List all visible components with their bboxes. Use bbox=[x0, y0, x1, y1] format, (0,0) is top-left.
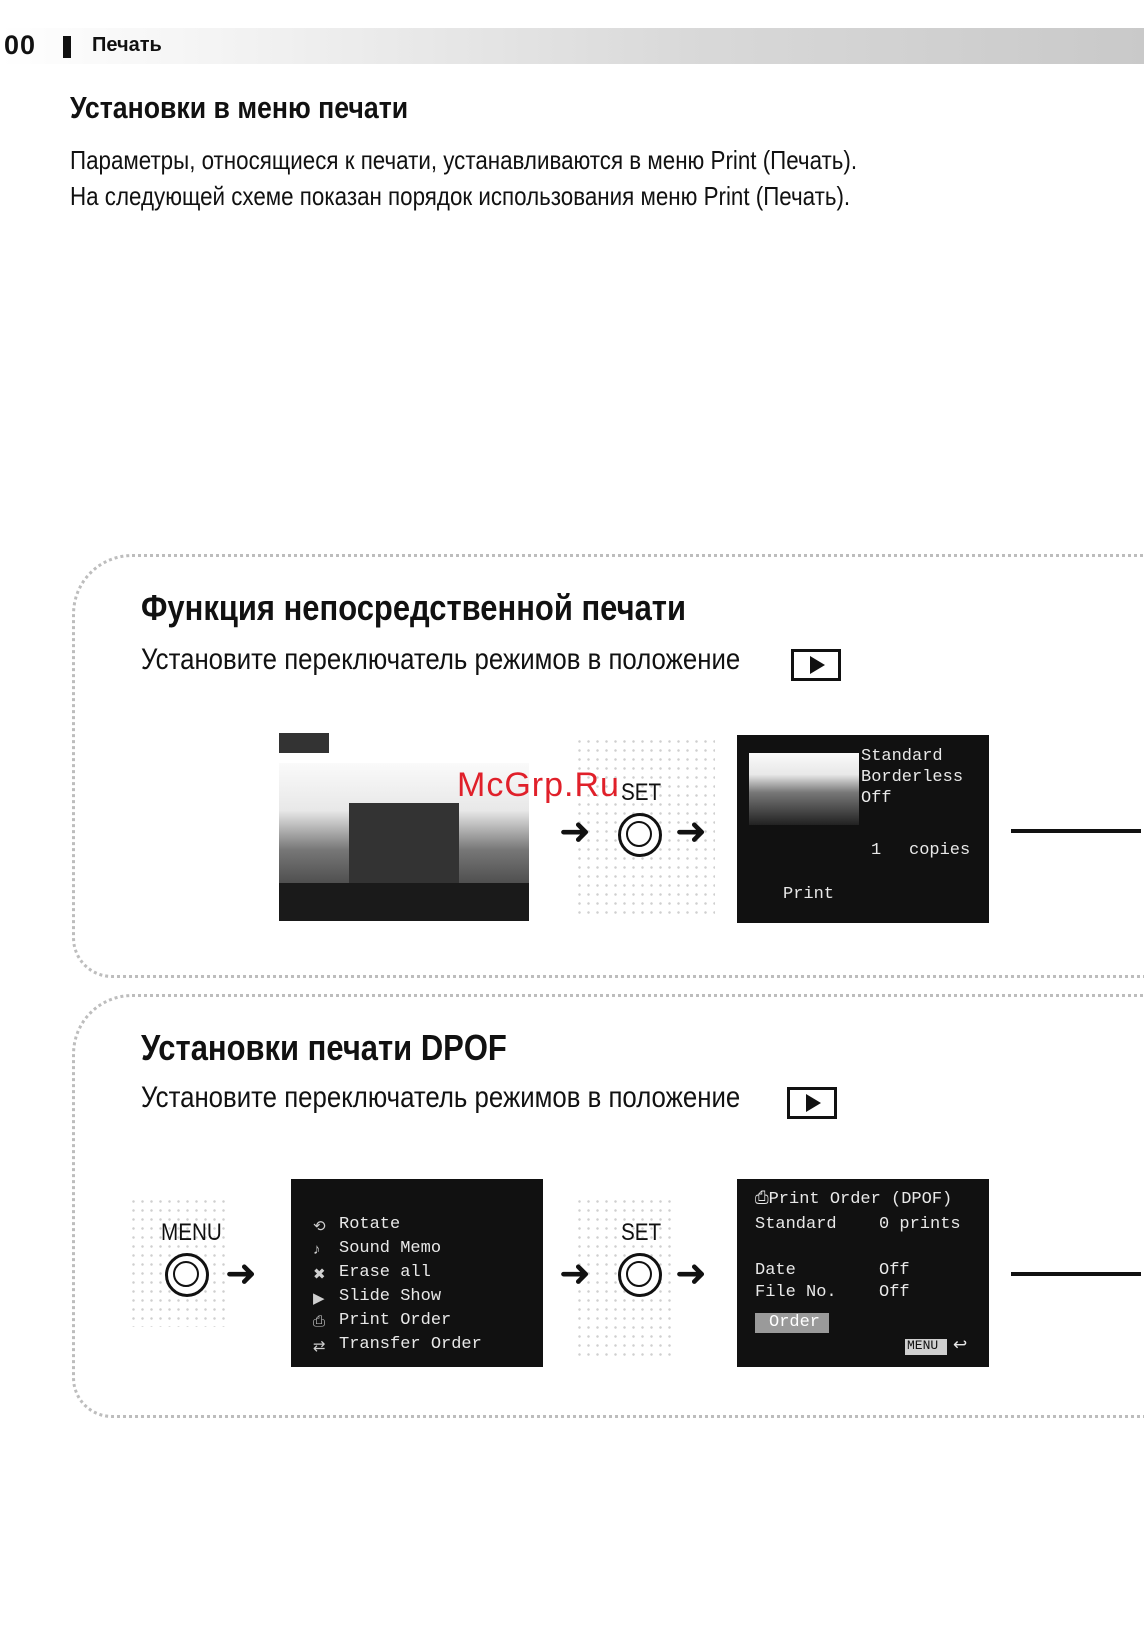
set-button bbox=[618, 813, 662, 857]
menu-item-transfer-order: Transfer Order bbox=[339, 1335, 482, 1354]
arrow-right-icon: ➜ bbox=[559, 1253, 591, 1295]
header-separator bbox=[63, 36, 71, 58]
microphone-icon: ♪ bbox=[313, 1241, 321, 1258]
menu-item-sound-memo: Sound Memo bbox=[339, 1239, 442, 1258]
set-button bbox=[618, 1253, 662, 1297]
panel-title: Функция непосредственной печати bbox=[141, 587, 686, 628]
flow-line bbox=[1011, 829, 1141, 833]
copies-value: 1 bbox=[871, 841, 882, 860]
dpof-title-text: Print Order (DPOF) bbox=[768, 1190, 953, 1209]
play-icon bbox=[791, 649, 841, 681]
photo-ground bbox=[279, 883, 529, 921]
photo-status-icon bbox=[279, 733, 329, 753]
play-icon bbox=[787, 1087, 837, 1119]
print-button: Print bbox=[783, 885, 835, 904]
row-label: Standard bbox=[755, 1215, 837, 1234]
row-label: Date bbox=[755, 1261, 796, 1280]
arrow-right-icon: ➜ bbox=[675, 1253, 707, 1295]
menu-item-rotate: Rotate bbox=[339, 1215, 401, 1234]
menu-badge: MENU bbox=[907, 1338, 939, 1353]
intro-line-2: На следующей схеме показан порядок испол… bbox=[70, 181, 851, 211]
option-off: Off bbox=[861, 789, 892, 808]
playback-menu-screen: ⟲ Rotate ♪ Sound Memo ✖ Erase all ▶ Slid… bbox=[291, 1179, 543, 1367]
panel-title: Установки печати DPOF bbox=[141, 1027, 507, 1068]
print-icon: ⎙ bbox=[755, 1190, 769, 1209]
erase-icon: ✖ bbox=[313, 1266, 326, 1283]
order-button: Order bbox=[769, 1313, 821, 1332]
camera-photo-screen bbox=[279, 733, 529, 921]
print-order-icon: ⎙ bbox=[313, 1313, 326, 1330]
copies-label: copies bbox=[909, 841, 971, 860]
dpof-settings-screen: ⎙Print Order (DPOF) Standard 0 prints Da… bbox=[737, 1179, 989, 1367]
intro-line-1: Параметры, относящиеся к печати, устанав… bbox=[70, 145, 858, 175]
menu-button bbox=[165, 1253, 209, 1297]
option-borderless: Borderless bbox=[861, 768, 964, 787]
page-number: 00 bbox=[4, 30, 37, 60]
header-band bbox=[0, 28, 1144, 64]
row-value: Off bbox=[879, 1283, 910, 1302]
slideshow-icon: ▶ bbox=[313, 1290, 325, 1307]
panel-instruction: Установите переключатель режимов в полож… bbox=[141, 643, 741, 676]
menu-label: MENU bbox=[161, 1219, 222, 1246]
panel-instruction: Установите переключатель режимов в полож… bbox=[141, 1081, 741, 1114]
row-value: Off bbox=[879, 1261, 910, 1280]
row-label: File No. bbox=[755, 1283, 837, 1302]
menu-item-print-order: Print Order bbox=[339, 1311, 452, 1330]
dpof-title: ⎙Print Order (DPOF) bbox=[755, 1189, 952, 1209]
menu-item-slide-show: Slide Show bbox=[339, 1287, 442, 1306]
row-value: 0 prints bbox=[879, 1215, 961, 1234]
rotate-icon: ⟲ bbox=[313, 1218, 326, 1235]
return-icon: ↩ bbox=[953, 1337, 968, 1356]
flow-line bbox=[1011, 1272, 1141, 1276]
print-settings-screen: Standard Borderless Off 1 copies Print bbox=[737, 735, 989, 923]
arrow-right-icon: ➜ bbox=[559, 811, 591, 853]
option-standard: Standard bbox=[861, 747, 943, 766]
order-button-highlight bbox=[755, 1313, 829, 1333]
panel-direct-print: Функция непосредственной печати Установи… bbox=[72, 554, 1144, 978]
page-title: Установки в меню печати bbox=[70, 90, 409, 125]
set-label: SET bbox=[621, 779, 662, 806]
arrow-right-icon: ➜ bbox=[225, 1253, 257, 1295]
transfer-icon: ⇄ bbox=[313, 1338, 326, 1355]
menu-badge-bg bbox=[905, 1339, 947, 1355]
thumbnail-image bbox=[749, 753, 859, 825]
watermark: McGrp.Ru bbox=[457, 766, 620, 804]
panel-dpof: Установки печати DPOF Установите переклю… bbox=[72, 994, 1144, 1418]
set-label: SET bbox=[621, 1219, 662, 1246]
arrow-right-icon: ➜ bbox=[675, 811, 707, 853]
header-section: Печать bbox=[92, 34, 162, 56]
menu-item-erase-all: Erase all bbox=[339, 1263, 431, 1282]
